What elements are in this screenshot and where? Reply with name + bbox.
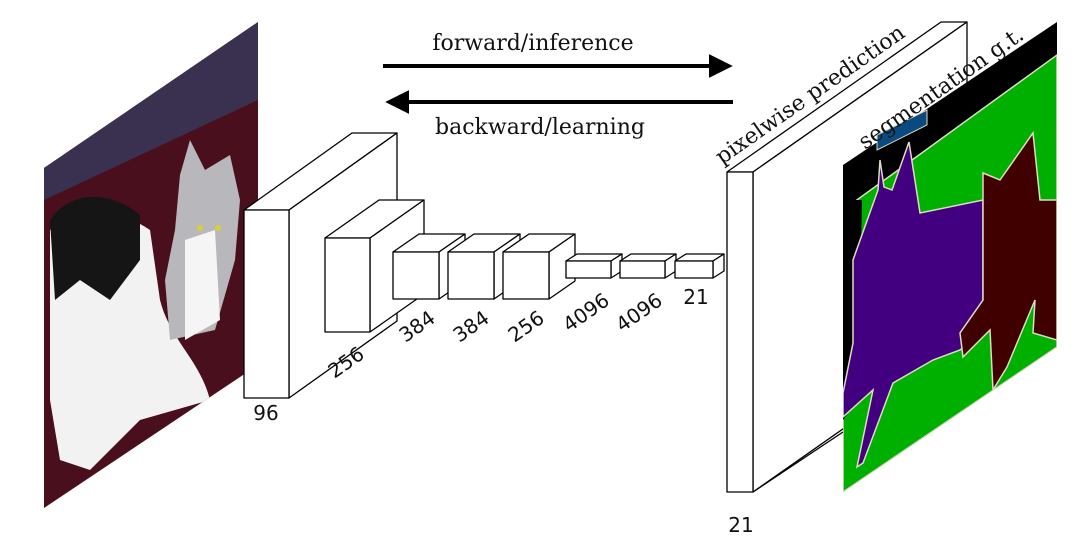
box-front-face [726, 171, 754, 493]
layer-box [674, 253, 725, 279]
layer-label: 256 [503, 305, 548, 347]
input-image [44, 22, 258, 508]
layer-label: 96 [253, 401, 278, 425]
layer-box [619, 253, 677, 279]
blue-segment [876, 109, 928, 151]
backward-label: backward/learning [435, 115, 645, 140]
box-front-face [619, 260, 666, 279]
prediction-connector [752, 431, 844, 493]
box-front-face [565, 260, 612, 279]
layer-label: 384 [394, 305, 439, 347]
layer-box [565, 253, 623, 279]
layer-label: 384 [448, 305, 493, 347]
box-front-face [502, 251, 550, 300]
box-front-face [243, 209, 290, 399]
cat-segment [959, 130, 1057, 393]
box-front-face [324, 237, 371, 333]
layer-label: 4096 [558, 288, 613, 337]
dog-segment [843, 141, 984, 469]
box-front-face [447, 251, 495, 300]
layer-label: 4096 [611, 288, 666, 337]
output-label: 21 [728, 513, 753, 537]
box-front-face [674, 260, 714, 279]
box-front-face [392, 251, 440, 300]
forward-label: forward/inference [432, 31, 633, 56]
layer-label: 21 [683, 285, 708, 309]
layer-box [502, 233, 576, 300]
